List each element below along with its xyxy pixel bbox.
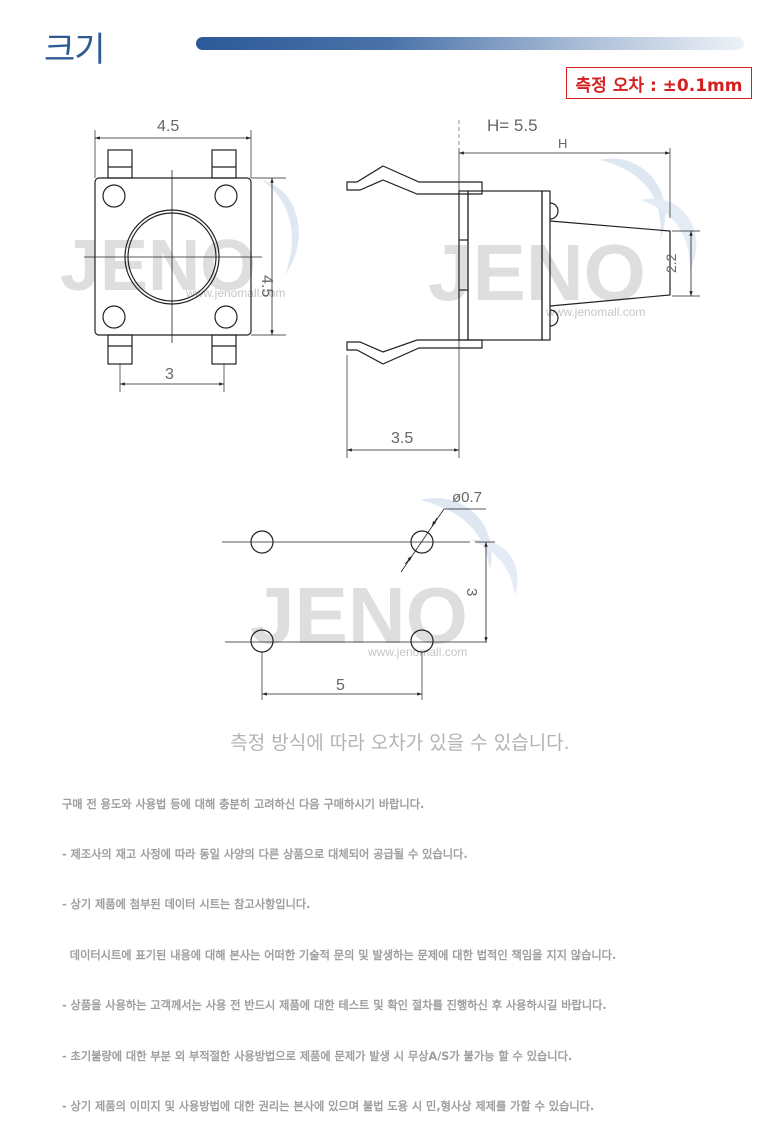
note-line: - 상기 제품의 이미지 및 사용방법에 대한 권리는 본사에 있으며 불법 도… [62, 1099, 595, 1113]
svg-text:www.jenomall.com: www.jenomall.com [185, 286, 285, 300]
col-spacing-dim: 5 [336, 677, 345, 694]
hole-dia-dim: ø0.7 [452, 489, 482, 506]
top-pitch-dim: 3 [165, 366, 174, 383]
svg-text:JENO: JENO [250, 571, 468, 660]
svg-text:www.jenomall.com: www.jenomall.com [367, 645, 467, 659]
note-line: 데이터시트에 표기된 내용에 대해 본사는 어떠한 기술적 문의 및 발생하는 … [62, 948, 617, 962]
title-gradient-bar [196, 37, 744, 50]
svg-text:JENO: JENO [428, 228, 646, 317]
row-spacing-dim: 3 [463, 588, 480, 596]
svg-text:www.jenomall.com: www.jenomall.com [545, 305, 645, 319]
note-line: - 상기 제품에 첨부된 데이터 시트는 참고사항입니다. [62, 898, 311, 912]
side-view-drawing [346, 120, 700, 458]
purchase-notes: 구매 전 용도와 사용법 등에 대해 충분히 고려하신 다음 구매하시기 바랍니… [62, 763, 616, 1133]
measurement-caption: 측정 방식에 따라 오차가 있을 수 있습니다. [230, 732, 570, 754]
top-height-dim: 4.5 [258, 275, 275, 297]
dimension-drawing: JENO www.jenomall.com JENO www.jenomall.… [60, 116, 700, 700]
watermark-footprint: JENO www.jenomall.com [250, 498, 518, 660]
note-line: 구매 전 용도와 사용법 등에 대해 충분히 고려하신 다음 구매하시기 바랍니… [62, 797, 425, 811]
tolerance-badge: 측정 오차 : ±0.1mm [566, 67, 752, 99]
top-view-drawing [84, 130, 286, 392]
side-height-note: H= 5.5 [487, 116, 538, 135]
note-line: - 제조사의 재고 사정에 따라 동일 사양의 다른 상품으로 대체되어 공급될… [62, 847, 468, 861]
actuator-dim: 2.2 [663, 253, 679, 273]
side-height-label: H [558, 136, 567, 151]
note-line: - 초기불량에 대한 부분 외 부적절한 사용방법으로 제품에 문제가 발생 시… [62, 1049, 573, 1063]
lead-dim: 3.5 [391, 430, 413, 447]
watermark-top-view: JENO www.jenomall.com [60, 180, 299, 306]
watermark-side-view: JENO www.jenomall.com [428, 158, 697, 319]
svg-text:JENO: JENO [60, 226, 256, 306]
footprint-drawing [222, 508, 495, 700]
section-title: 크기 [44, 30, 106, 70]
note-line: - 상품을 사용하는 고객께서는 사용 전 반드시 제품에 대한 테스트 및 확… [62, 999, 607, 1013]
top-width-dim: 4.5 [157, 118, 179, 135]
